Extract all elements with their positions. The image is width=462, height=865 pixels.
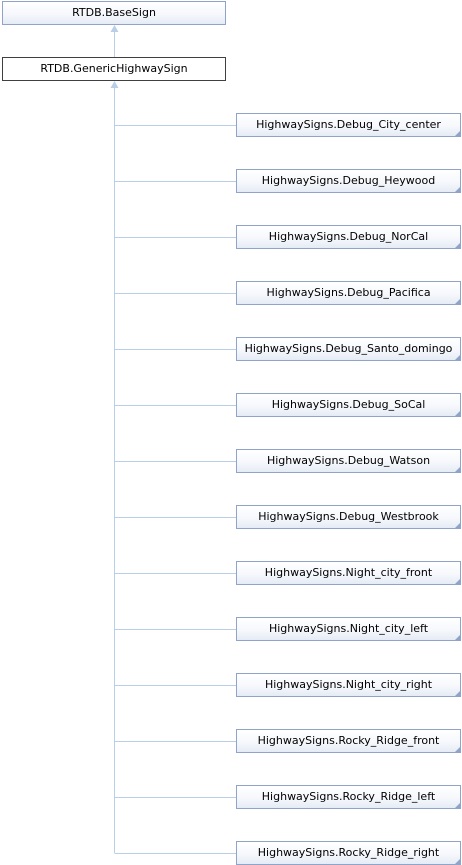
- node-rtdb-basesign[interactable]: RTDB.BaseSign: [2, 1, 226, 25]
- node-highwaysigns-debug-santo-domingo[interactable]: HighwaySigns.Debug_Santo_domingo: [236, 337, 461, 361]
- node-highwaysigns-night-city-right[interactable]: HighwaySigns.Night_city_right: [236, 673, 461, 697]
- node-highwaysigns-debug-westbrook[interactable]: HighwaySigns.Debug_Westbrook: [236, 505, 461, 529]
- node-highwaysigns-rocky-ridge-left[interactable]: HighwaySigns.Rocky_Ridge_left: [236, 785, 461, 809]
- node-highwaysigns-rocky-ridge-right[interactable]: HighwaySigns.Rocky_Ridge_right: [236, 841, 461, 865]
- arrowhead-generic: [110, 81, 119, 88]
- node-highwaysigns-debug-socal[interactable]: HighwaySigns.Debug_SoCal: [236, 393, 461, 417]
- node-highwaysigns-night-city-left[interactable]: HighwaySigns.Night_city_left: [236, 617, 461, 641]
- node-highwaysigns-debug-city-center[interactable]: HighwaySigns.Debug_City_center: [236, 113, 461, 137]
- node-highwaysigns-night-city-front[interactable]: HighwaySigns.Night_city_front: [236, 561, 461, 585]
- node-highwaysigns-debug-norcal[interactable]: HighwaySigns.Debug_NorCal: [236, 225, 461, 249]
- node-rtdb-generichighwaysign[interactable]: RTDB.GenericHighwaySign: [2, 57, 226, 81]
- node-highwaysigns-rocky-ridge-front[interactable]: HighwaySigns.Rocky_Ridge_front: [236, 729, 461, 753]
- arrowhead-base: [110, 25, 119, 32]
- node-highwaysigns-debug-watson[interactable]: HighwaySigns.Debug_Watson: [236, 449, 461, 473]
- node-highwaysigns-debug-pacifica[interactable]: HighwaySigns.Debug_Pacifica: [236, 281, 461, 305]
- node-highwaysigns-debug-heywood[interactable]: HighwaySigns.Debug_Heywood: [236, 169, 461, 193]
